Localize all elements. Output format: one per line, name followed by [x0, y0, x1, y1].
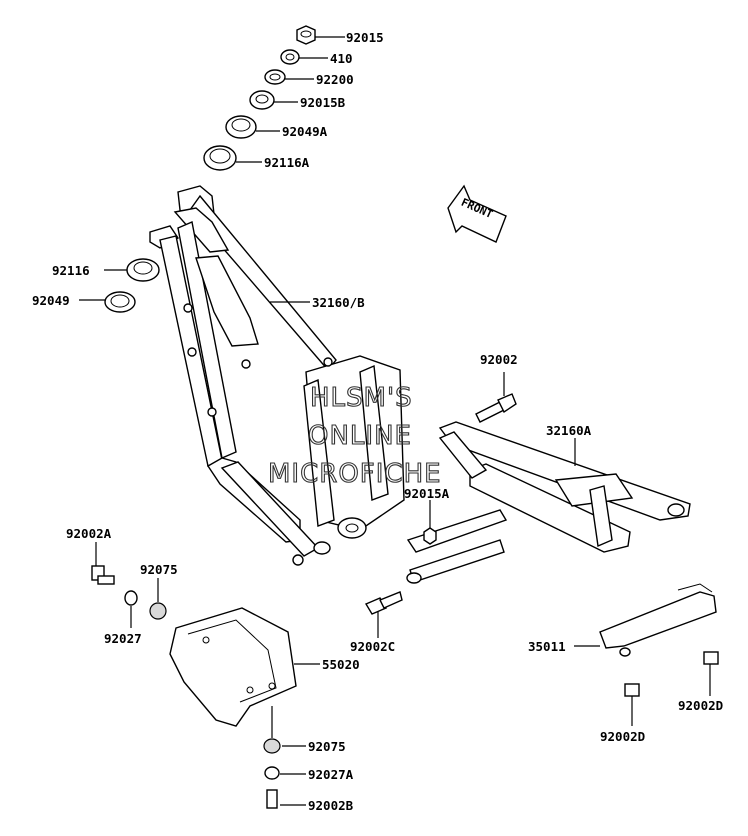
label-92015: 92015 [346, 30, 384, 45]
label-92027: 92027 [104, 631, 142, 646]
label-92015b: 92015B [300, 95, 346, 110]
rear-subframe-32160a-part [406, 421, 691, 584]
bolt-92002d-right-part [703, 651, 719, 665]
front-direction-arrow: FRONT [447, 184, 507, 243]
bolt-92002d-left-part [624, 683, 640, 697]
seal-92049a-part [225, 115, 257, 139]
collar-92027a-part [264, 766, 280, 780]
skid-plate-55020-part [169, 607, 297, 727]
bolt-92002a-part [91, 565, 115, 585]
guard-35011-part [599, 583, 717, 657]
label-92002d-left: 92002D [600, 729, 645, 744]
label-410: 410 [330, 51, 353, 66]
label-92002a: 92002A [66, 526, 112, 541]
watermark-line-2: ONLINE [308, 421, 412, 451]
seal-92049-part [104, 291, 136, 313]
label-92116: 92116 [52, 263, 90, 278]
label-92015a: 92015A [404, 486, 450, 501]
bolt-92002b-part [266, 789, 278, 809]
label-55020: 55020 [322, 657, 360, 672]
watermark-line-1: HLSM'S [310, 383, 413, 413]
label-92200: 92200 [316, 72, 354, 87]
grommet-92075-part [149, 602, 167, 620]
bearing-92116-part [126, 258, 160, 282]
label-32160a: 32160A [546, 423, 592, 438]
label-92027a: 92027A [308, 767, 354, 782]
nut-92015a-part [423, 527, 437, 545]
grommet-92075-lower-part [263, 738, 281, 754]
label-92049a: 92049A [282, 124, 328, 139]
label-92002c: 92002C [350, 639, 395, 654]
nut-92015b-part [249, 90, 275, 110]
label-35011: 35011 [528, 639, 566, 654]
label-92116a: 92116A [264, 155, 310, 170]
watermark: HLSM'S ONLINE MICROFICHE [267, 382, 442, 489]
nut-92015-part [296, 25, 316, 45]
main-frame-32160b-part [149, 185, 405, 566]
bolt-92002c-part [364, 591, 403, 615]
washer-410-part [280, 49, 300, 65]
label-92002b: 92002B [308, 798, 354, 813]
label-92049: 92049 [32, 293, 70, 308]
label-92002: 92002 [480, 352, 518, 367]
collar-92027-part [124, 590, 138, 606]
watermark-line-3: MICROFICHE [268, 459, 442, 489]
label-92075-bottom: 92075 [308, 739, 346, 754]
washer-92200-part [264, 69, 286, 85]
label-92002d-right: 92002D [678, 698, 723, 713]
bolt-92002-part [475, 393, 517, 423]
label-92075-top: 92075 [140, 562, 178, 577]
bearing-92116a-part [203, 145, 237, 171]
label-32160b: 32160/B [312, 295, 365, 310]
